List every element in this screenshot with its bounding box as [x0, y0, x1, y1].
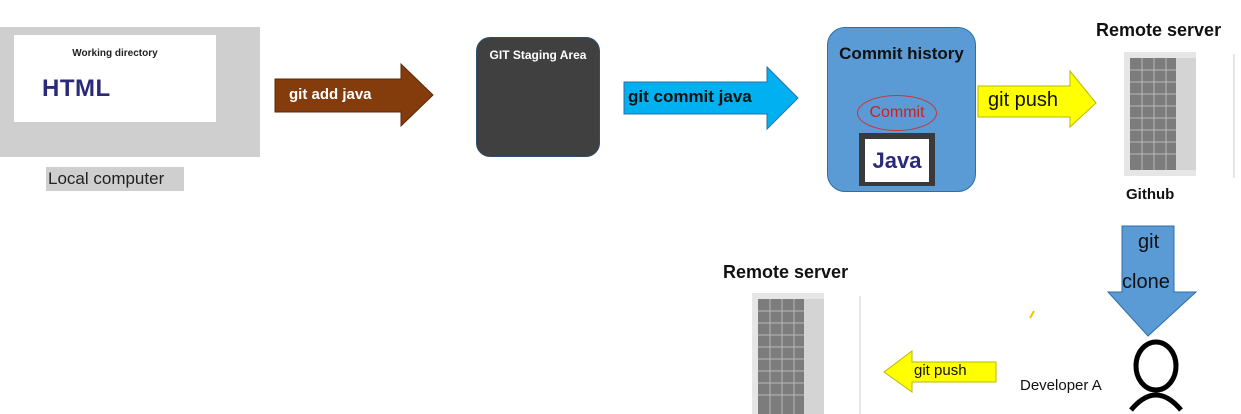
remote-server-top-icon [1124, 52, 1235, 178]
java-file-label: Java [865, 139, 929, 182]
html-file-label: HTML [42, 75, 111, 102]
working-directory-title: Working directory [72, 48, 158, 59]
remote-server-top-title: Remote server [1096, 20, 1222, 40]
commit-ellipse [857, 95, 937, 131]
github-caption: Github [1126, 186, 1175, 203]
git-commit-arrow [623, 65, 799, 131]
git-commit-label: git commit java [628, 87, 752, 106]
git-push-bottom-label: git push [914, 362, 967, 379]
git-staging-area-label: GIT Staging Area [489, 48, 587, 62]
remote-server-bottom-title: Remote server [723, 262, 849, 282]
developer-person-icon [1129, 339, 1183, 412]
local-computer-caption: Local computer [46, 167, 184, 191]
developer-a-label: Developer A [1020, 377, 1102, 394]
git-push-bottom-arrow [883, 350, 997, 393]
commit-history-title: Commit history [839, 44, 964, 63]
commit-label: Commit [869, 104, 925, 121]
git-add-arrow [274, 62, 434, 128]
git-clone-label-line2: clone [1122, 271, 1170, 293]
git-add-label: git add java [289, 86, 372, 103]
git-push-top-arrow [977, 69, 1097, 129]
remote-server-bottom-icon [752, 293, 861, 414]
git-staging-area-box [476, 37, 600, 157]
working-directory-screen [14, 35, 216, 122]
yellow-tick-mark [1029, 310, 1035, 319]
git-clone-label-line1: git [1138, 231, 1160, 253]
git-clone-arrow [1106, 225, 1198, 337]
git-push-top-label: git push [988, 89, 1059, 111]
